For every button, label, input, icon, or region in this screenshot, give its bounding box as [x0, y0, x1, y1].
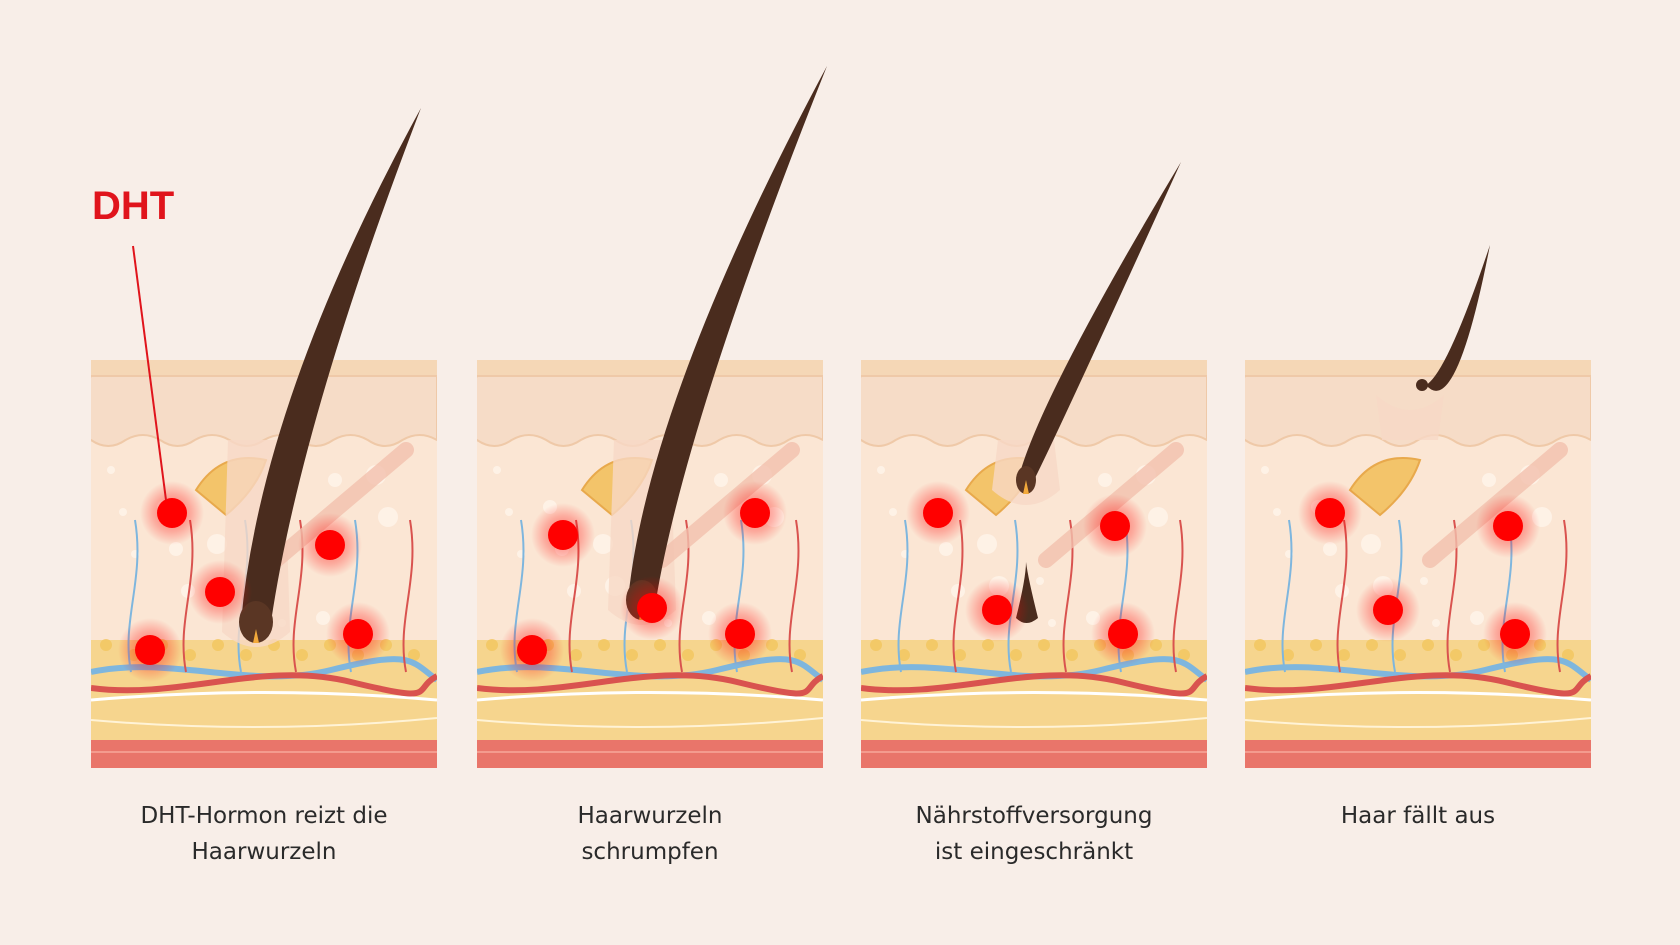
caption-p3-line-2: ist eingeschränkt: [861, 834, 1207, 870]
fat-cell: [1422, 639, 1434, 651]
tissue-bubble: [1036, 577, 1044, 585]
dht-dot: [1100, 511, 1130, 541]
tissue-bubble: [1470, 611, 1484, 625]
dht-dot: [982, 595, 1012, 625]
panel-p3: [826, 162, 1207, 768]
skin-surface: [477, 360, 823, 376]
fat-cell: [100, 639, 112, 651]
fat-cell: [598, 639, 610, 651]
caption-p2-line-2: schrumpfen: [477, 834, 823, 870]
panel-p4: [1210, 245, 1591, 768]
caption-p2: Haarwurzeln schrumpfen: [477, 798, 823, 870]
dht-dot: [548, 520, 578, 550]
fat-cell: [1254, 639, 1266, 651]
fat-cell: [682, 649, 694, 661]
dht-dot: [343, 619, 373, 649]
tissue-bubble: [328, 473, 342, 487]
caption-p1: DHT-Hormon reizt die Haarwurzeln: [91, 798, 437, 870]
caption-p3: Nährstoffversorgung ist eingeschränkt: [861, 798, 1207, 870]
hair-bulb: [1416, 379, 1428, 391]
tissue-bubble: [493, 466, 501, 474]
fat-cell: [654, 639, 666, 651]
skin-surface: [1245, 360, 1591, 376]
fat-cell: [212, 639, 224, 651]
fat-cell: [1310, 639, 1322, 651]
tissue-bubble: [1148, 507, 1168, 527]
fat-cell: [1450, 649, 1462, 661]
dht-dot: [637, 593, 667, 623]
skin-surface: [91, 360, 437, 376]
tissue-bubble: [107, 466, 115, 474]
dht-dot: [517, 635, 547, 665]
fat-cell: [1010, 649, 1022, 661]
tissue-bubble: [1420, 577, 1428, 585]
tissue-bubble: [1273, 508, 1281, 516]
dht-dot: [135, 635, 165, 665]
fat-cell: [240, 649, 252, 661]
muscle-layer: [477, 740, 823, 768]
skin-surface: [861, 360, 1207, 376]
tissue-bubble: [1048, 619, 1056, 627]
fat-cell: [1366, 639, 1378, 651]
tissue-bubble: [1261, 466, 1269, 474]
fat-cell: [1038, 639, 1050, 651]
tissue-bubble: [714, 473, 728, 487]
dht-dot: [1108, 619, 1138, 649]
fat-cell: [296, 649, 308, 661]
epidermis-layer: [442, 376, 823, 446]
dht-dot: [1500, 619, 1530, 649]
tissue-bubble: [316, 611, 330, 625]
dht-dot: [1373, 595, 1403, 625]
dht-dot: [725, 619, 755, 649]
panel-p2: [442, 66, 827, 768]
fat-cell: [870, 639, 882, 651]
tissue-bubble: [378, 507, 398, 527]
dht-dot: [1493, 511, 1523, 541]
fat-cell: [1394, 649, 1406, 661]
tissue-bubble: [977, 534, 997, 554]
tissue-bubble: [593, 534, 613, 554]
caption-p1-line-2: Haarwurzeln: [91, 834, 437, 870]
tissue-bubble: [207, 534, 227, 554]
fat-cell: [954, 649, 966, 661]
dht-dot: [157, 498, 187, 528]
fat-cell: [1338, 649, 1350, 661]
fat-cell: [926, 639, 938, 651]
tissue-bubble: [1361, 534, 1381, 554]
dht-dot: [205, 577, 235, 607]
tissue-bubble: [889, 508, 897, 516]
dht-label: DHT: [92, 184, 174, 229]
tissue-bubble: [119, 508, 127, 516]
tissue-bubble: [1432, 619, 1440, 627]
muscle-layer: [91, 740, 437, 768]
muscle-layer: [1245, 740, 1591, 768]
tissue-bubble: [505, 508, 513, 516]
caption-p4-line-1: Haar fällt aus: [1245, 798, 1591, 834]
tissue-bubble: [1482, 473, 1496, 487]
caption-p1-line-1: DHT-Hormon reizt die: [91, 798, 437, 834]
dht-dot: [1315, 498, 1345, 528]
muscle-layer: [861, 740, 1207, 768]
epidermis-layer: [826, 376, 1207, 446]
dht-dot: [315, 530, 345, 560]
epidermis-layer: [56, 376, 437, 446]
fat-cell: [626, 649, 638, 661]
dht-dot: [923, 498, 953, 528]
caption-p3-line-1: Nährstoffversorgung: [861, 798, 1207, 834]
tissue-bubble: [877, 466, 885, 474]
caption-p2-line-1: Haarwurzeln: [477, 798, 823, 834]
fat-cell: [486, 639, 498, 651]
dht-dot: [740, 498, 770, 528]
fat-cell: [184, 649, 196, 661]
fat-cell: [1066, 649, 1078, 661]
caption-p4: Haar fällt aus: [1245, 798, 1591, 834]
tissue-bubble: [1098, 473, 1112, 487]
fat-cell: [570, 649, 582, 661]
